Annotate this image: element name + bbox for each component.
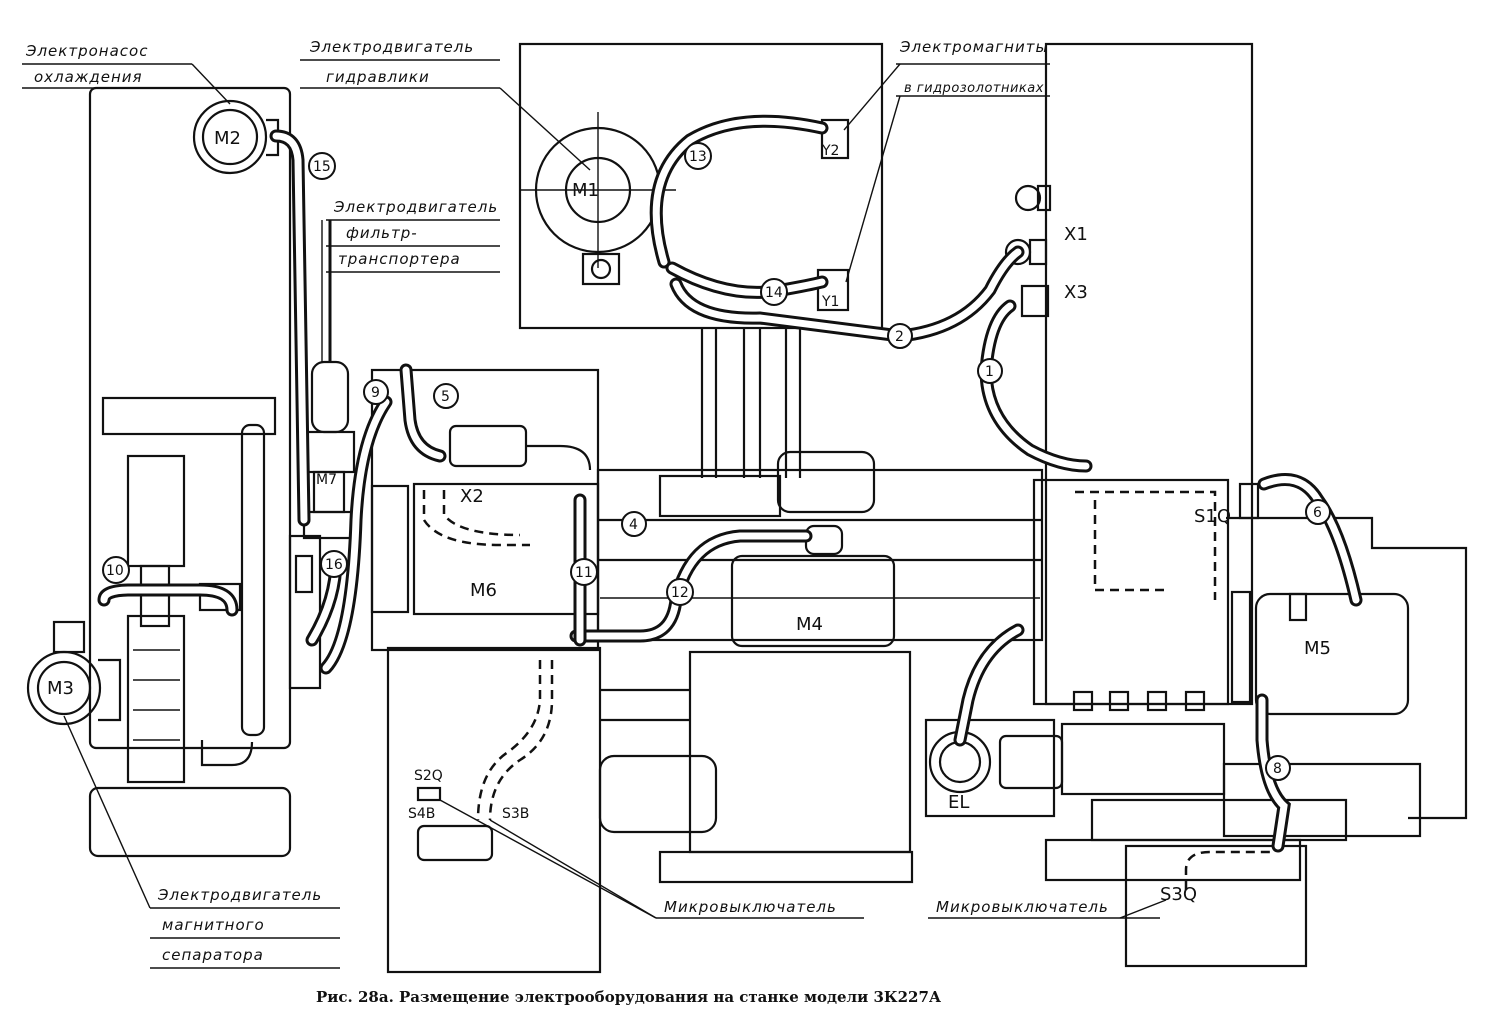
right-column: X1 X3 S1Q <box>1004 42 1260 712</box>
svg-text:13: 13 <box>689 149 707 165</box>
svg-text:4: 4 <box>629 517 638 533</box>
hose-label-16: 16 <box>320 550 348 578</box>
pump-label-line1: Электронасос <box>25 42 148 60</box>
microswitch-left-label: Микровыключатель <box>664 898 837 916</box>
hose-label-15: 15 <box>308 152 336 180</box>
callout-hydraulics: Электродвигатель гидравлики <box>300 38 591 171</box>
svg-text:2: 2 <box>895 329 904 345</box>
magnets-label-line2: в гидрозолотниках <box>904 81 1044 96</box>
hydraulics-box: M1 Y2 Y1 <box>518 42 884 478</box>
callout-pump: Электронасос охлаждения <box>22 42 231 105</box>
m1-label: M1 <box>572 180 599 201</box>
separator-label-line1: Электродвигатель <box>157 886 322 904</box>
hose-label-2: 2 <box>887 323 913 349</box>
callout-microswitch-left: Микровыключатель <box>439 799 864 919</box>
pump-label-line2: охлаждения <box>34 68 143 86</box>
hose-label-10: 10 <box>102 556 130 584</box>
x2-label: X2 <box>460 486 484 507</box>
motor-m3: M3 <box>26 620 122 726</box>
hose-label-11: 11 <box>570 558 598 586</box>
el-label: EL <box>948 792 969 813</box>
y2-label: Y2 <box>821 143 839 159</box>
hose-label-13: 13 <box>684 142 712 170</box>
x1-label: X1 <box>1064 224 1088 245</box>
hose-label-1: 1 <box>977 358 1003 384</box>
svg-text:14: 14 <box>765 285 783 301</box>
hose-numbers: 1 2 4 5 6 8 9 10 11 12 13 14 15 16 <box>102 142 1331 781</box>
m3-label: M3 <box>47 678 74 699</box>
hose-label-14: 14 <box>760 278 788 306</box>
s2q-label: S2Q <box>414 768 443 784</box>
coolant-column <box>88 86 322 858</box>
s4b-label: S4B <box>408 806 435 822</box>
m7-label: M7 <box>316 472 337 488</box>
svg-text:10: 10 <box>106 563 124 579</box>
svg-text:15: 15 <box>313 159 331 175</box>
svg-text:5: 5 <box>441 389 450 405</box>
hydraulics-label-line1: Электродвигатель <box>309 38 474 56</box>
m6-label: M6 <box>470 580 497 601</box>
s1q-label: S1Q <box>1194 506 1231 527</box>
filter-label-line2: фильтр- <box>346 224 418 242</box>
s3q-label: S3Q <box>1160 884 1197 905</box>
svg-text:9: 9 <box>371 385 380 401</box>
hose-label-12: 12 <box>666 578 694 606</box>
hoses <box>97 114 1363 853</box>
svg-text:8: 8 <box>1273 761 1282 777</box>
svg-text:1: 1 <box>985 364 994 380</box>
hydraulics-label-line2: гидравлики <box>326 68 430 86</box>
hose-label-5: 5 <box>433 383 459 409</box>
hose-label-4: 4 <box>621 511 647 537</box>
svg-text:16: 16 <box>325 557 343 573</box>
right-lower-area: EL M5 <box>924 516 1468 882</box>
callout-microswitch-right: Микровыключатель <box>928 898 1167 919</box>
m4-label: M4 <box>796 614 823 635</box>
machine-bed: M6 X2 M4 <box>370 368 1044 974</box>
filter-label-line3: транспортера <box>338 250 461 268</box>
svg-text:11: 11 <box>575 565 593 581</box>
hose-label-8: 8 <box>1265 755 1291 781</box>
hose-label-6: 6 <box>1305 499 1331 525</box>
separator-label-line2: магнитного <box>162 916 265 934</box>
callout-filter: Электродвигатель фильтр- транспортера <box>326 198 500 273</box>
m2-label: M2 <box>214 128 241 149</box>
s3b-label: S3B <box>502 806 529 822</box>
separator-label-line3: сепаратора <box>162 946 264 964</box>
y1-label: Y1 <box>821 294 839 310</box>
microswitch-left: S2Q S4B S3B <box>408 660 554 862</box>
figure-caption: Рис. 28а. Размещение электрооборудования… <box>316 988 942 1006</box>
magnets-label-line1: Электромагниты <box>899 38 1048 56</box>
svg-text:6: 6 <box>1313 505 1322 521</box>
x3-label: X3 <box>1064 282 1088 303</box>
microswitch-right: S3Q <box>1124 844 1308 968</box>
callout-magnets: Электромагниты в гидрозолотниках <box>843 38 1050 283</box>
svg-text:12: 12 <box>671 585 689 601</box>
m5-label: M5 <box>1304 638 1331 659</box>
filter-label-line1: Электродвигатель <box>333 198 498 216</box>
microswitch-right-label: Микровыключатель <box>936 898 1109 916</box>
motor-m2: M2 <box>192 99 280 175</box>
callout-separator: Электродвигатель магнитного сепаратора <box>63 715 340 969</box>
hose-label-9: 9 <box>363 379 389 405</box>
